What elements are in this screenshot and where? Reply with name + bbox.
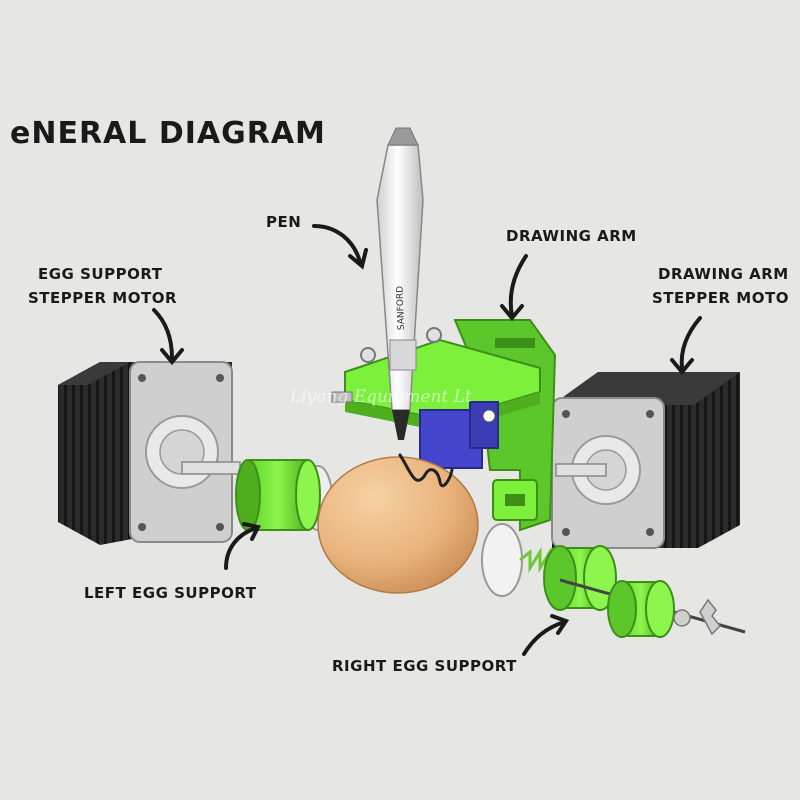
right-egg-support — [481, 523, 746, 638]
label-arm-motor-line2: STEPPER MOTO — [652, 289, 789, 307]
pen-arrow-head — [348, 248, 368, 270]
label-right-egg-support: RIGHT EGG SUPPORT — [332, 657, 517, 675]
pen: SANFORD — [360, 127, 442, 440]
arm-motor-arrow — [679, 316, 702, 370]
egg-motor-arrow — [152, 308, 174, 360]
label-arm-motor-line1: DRAWING ARM — [658, 265, 789, 283]
servo-motor — [419, 401, 499, 469]
left-support-arrow — [224, 526, 258, 570]
egg-motor-arrow-head — [160, 348, 184, 366]
label-left-egg-support: LEFT EGG SUPPORT — [84, 584, 257, 602]
drawing-arm-arrow — [508, 254, 528, 318]
right-support-arrow — [522, 620, 566, 656]
diagram-title: eNERAL DIAGRAM — [10, 116, 326, 151]
pen-arrow — [312, 224, 362, 264]
label-pen: PEN — [266, 213, 302, 231]
drawing-arm-arrow-head — [500, 304, 524, 322]
arm-motor-arrow-head — [670, 358, 694, 376]
label-egg-support-motor-line1: EGG SUPPORT — [38, 265, 163, 283]
drawn-squiggle — [398, 453, 454, 488]
right-support-arrow-head — [550, 614, 570, 635]
pen-brand-print: SANFORD — [395, 286, 407, 331]
label-drawing-arm: DRAWING ARM — [506, 227, 637, 245]
egg-support-stepper-motor — [58, 361, 241, 545]
left-support-arrow-head — [242, 522, 261, 541]
egg — [317, 453, 479, 594]
label-egg-support-motor-line2: STEPPER MOTOR — [28, 289, 177, 307]
watermark: Liyang Equipment Lt — [289, 387, 472, 407]
drawing-arm-stepper-motor — [551, 372, 740, 549]
